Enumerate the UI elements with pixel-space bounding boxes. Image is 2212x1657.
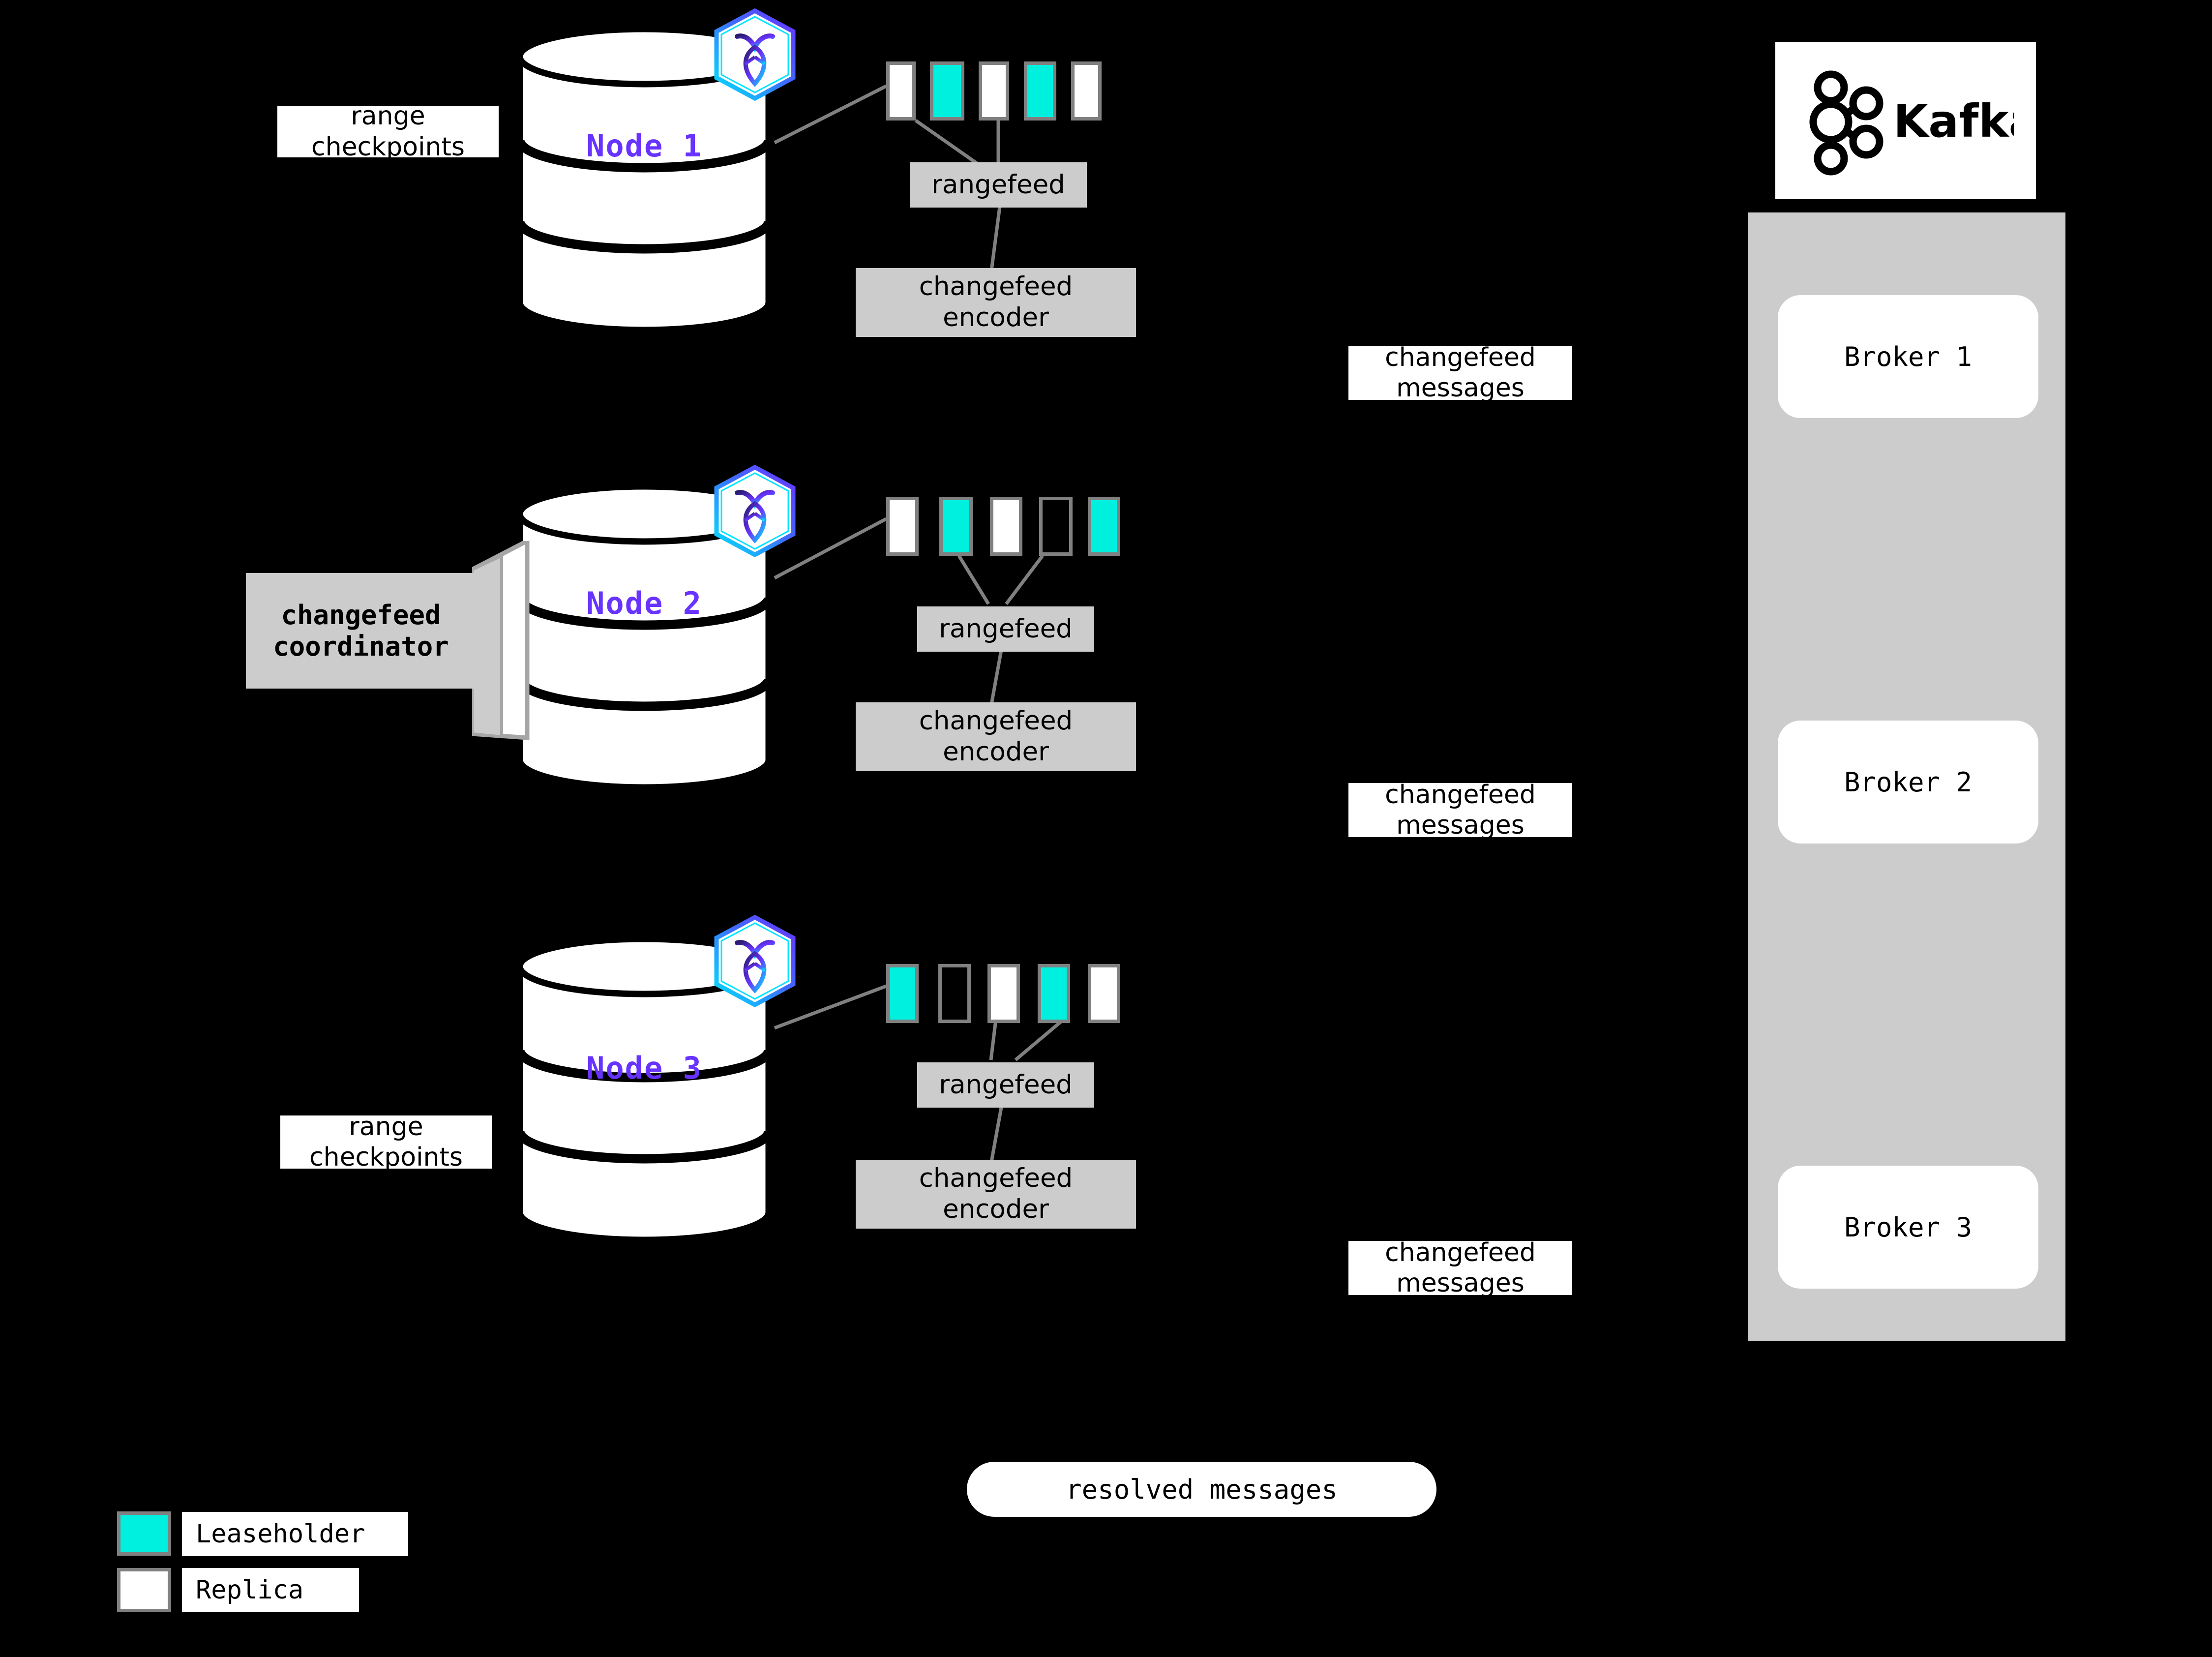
kafka-logo-text: Kafka [1893,95,2014,148]
legend-label-leaseholder: Leaseholder [182,1512,408,1556]
rangefeed-box-2: rangefeed [917,606,1094,652]
broker-box-3[interactable]: Broker 3 [1778,1166,2038,1289]
changefeed-encoder-label: changefeed encoder [919,706,1073,767]
range-box [1071,61,1102,121]
node-label-2: Node 2 [586,585,702,621]
range-box [886,61,916,121]
changefeed-encoder-box-3: changefeed encoder [856,1160,1136,1229]
rangefeed-label: rangefeed [939,1069,1073,1100]
node-cylinder-1 [514,27,775,332]
range-box [930,61,964,121]
range-box [1039,497,1073,556]
range-box [979,61,1009,121]
broker-label: Broker 3 [1844,1211,1973,1243]
coordinator-fold-shape [472,541,530,740]
range-box [1088,497,1120,556]
resolved-messages-pill: resolved messages [967,1462,1436,1517]
range-box [987,964,1020,1023]
changefeed-messages-label-2: changefeed messages [1348,780,1572,840]
broker-label: Broker 2 [1844,766,1973,798]
kafka-logo-box: Kafka [1775,42,2036,199]
changefeed-messages-label-1: changefeed messages [1348,343,1572,403]
broker-box-2[interactable]: Broker 2 [1778,721,2038,844]
changefeed-encoder-label: changefeed encoder [919,271,1073,332]
range-checkpoints-label-3: range checkpoints [280,1112,492,1172]
rangefeed-box-3: rangefeed [917,1062,1094,1108]
rangefeed-label: rangefeed [939,613,1073,644]
node-label-3: Node 3 [586,1050,702,1086]
broker-label: Broker 1 [1844,341,1973,372]
range-checkpoints-label-1: range checkpoints [277,101,499,162]
changefeed-messages-label-3: changefeed messages [1348,1238,1572,1298]
legend-swatch-leaseholder [117,1511,171,1556]
broker-box-1[interactable]: Broker 1 [1778,295,2038,418]
range-box [1038,964,1070,1023]
range-box [990,497,1022,556]
range-box [886,964,919,1023]
range-box [938,964,971,1023]
range-box [1088,964,1120,1023]
legend-swatch-replica [117,1568,171,1612]
kafka-logo-icon: Kafka [1809,70,2014,176]
cockroachdb-hexagon-icon [710,6,801,106]
changefeed-encoder-box-2: changefeed encoder [856,702,1136,771]
changefeed-coordinator-box: changefeed coordinator [246,573,476,689]
rangefeed-label: rangefeed [931,169,1065,200]
changefeed-encoder-label: changefeed encoder [919,1163,1073,1224]
cockroachdb-hexagon-icon [710,462,801,563]
range-box [1024,61,1056,121]
range-box [886,497,919,556]
node-label-1: Node 1 [586,128,702,164]
changefeed-encoder-box-1: changefeed encoder [856,268,1136,337]
range-box [939,497,973,556]
rangefeed-box-1: rangefeed [910,162,1087,208]
legend-label-replica: Replica [182,1568,359,1612]
cockroachdb-hexagon-icon [710,912,801,1013]
